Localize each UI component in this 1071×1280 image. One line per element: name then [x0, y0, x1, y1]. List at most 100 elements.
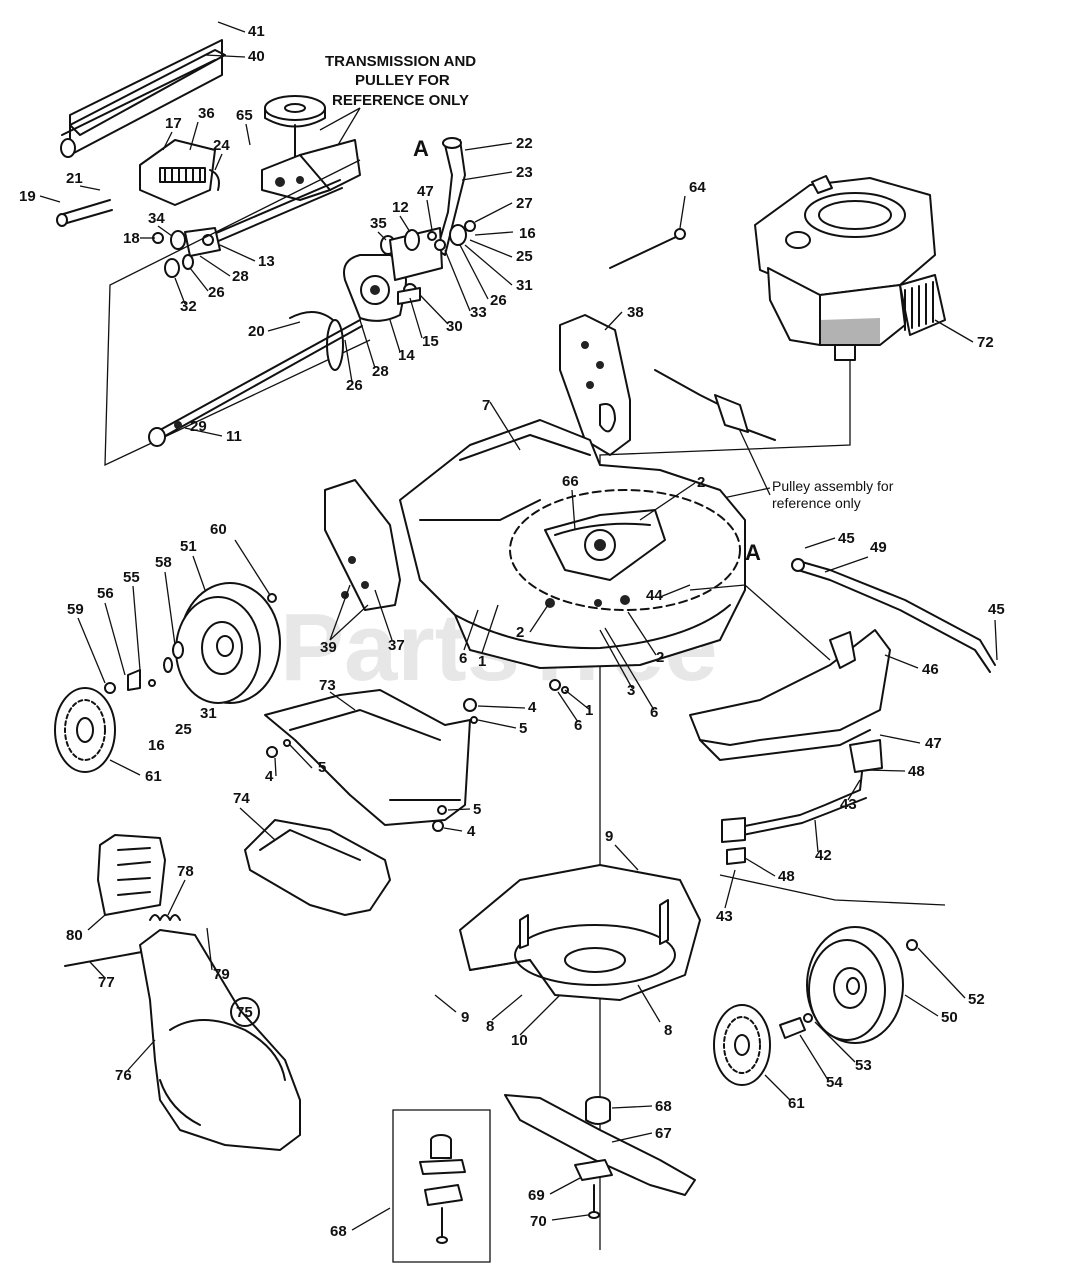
assembly-outline-box [104, 159, 371, 467]
callout-24: 24 [213, 137, 230, 154]
deck-baffle [459, 864, 701, 1001]
right-wheel-hardware [779, 939, 918, 1039]
bag-frame [97, 834, 166, 916]
mower-blade [504, 1094, 696, 1196]
callout-78: 78 [177, 863, 194, 880]
transmission-note-line3: REFERENCE ONLY [332, 92, 469, 109]
callout-13: 13 [258, 253, 275, 270]
engine [754, 175, 946, 361]
rear-flap-rod [60, 39, 226, 158]
left-hubcap [54, 687, 116, 773]
callout-40: 40 [248, 48, 265, 65]
callout-33: 33 [470, 304, 487, 321]
callout-61a: 61 [145, 768, 162, 785]
leader-lines [39, 21, 998, 1231]
rear-height-adjuster [721, 739, 883, 865]
callout-9a: 9 [605, 828, 613, 845]
blade-washer [574, 1159, 613, 1219]
cross-shaft [199, 179, 343, 249]
letter-a-top: A [413, 136, 429, 161]
callout-58: 58 [155, 554, 172, 571]
assembly-line-right [719, 874, 946, 906]
callout-11: 11 [226, 428, 242, 445]
callout-45b: 45 [988, 601, 1005, 618]
front-axle [148, 319, 363, 447]
callout-54: 54 [826, 1074, 843, 1091]
callout-74: 74 [233, 790, 250, 807]
side-discharge-chute [264, 689, 471, 826]
callout-2b: 2 [516, 624, 524, 641]
callout-67: 67 [655, 1125, 672, 1142]
callout-42: 42 [815, 847, 832, 864]
note-leader-2 [334, 107, 361, 151]
right-hubcap [713, 1004, 771, 1086]
chute-hardware [266, 679, 569, 832]
callout-59: 59 [67, 601, 84, 618]
callout-30: 30 [446, 318, 463, 335]
side-bracket [324, 479, 401, 611]
callout-32: 32 [180, 298, 197, 315]
callout-66: 66 [562, 473, 579, 490]
callout-26b: 26 [490, 292, 507, 309]
callout-76: 76 [115, 1067, 132, 1084]
letter-a-handle: A [745, 540, 761, 565]
right-rear-wheel [806, 926, 904, 1044]
callout-5a: 5 [318, 759, 326, 776]
callout-55: 55 [123, 569, 140, 586]
callout-68a: 68 [655, 1098, 672, 1115]
callout-47: 47 [417, 183, 434, 200]
callout-4a: 4 [265, 768, 274, 785]
callout-4c: 4 [467, 823, 476, 840]
callout-23: 23 [516, 164, 533, 181]
callout-14: 14 [398, 347, 415, 364]
callout-31: 31 [516, 277, 533, 294]
callout-2c: 2 [656, 649, 664, 666]
assembly-line-handle [689, 584, 831, 661]
callout-3: 3 [627, 682, 635, 699]
callout-75: 75 [236, 1004, 253, 1021]
callout-6c: 6 [574, 717, 582, 734]
callout-35: 35 [370, 215, 387, 232]
mulch-plug [244, 819, 391, 916]
callout-1a: 1 [478, 653, 486, 670]
callout-37: 37 [388, 637, 405, 654]
lever-bracket [389, 220, 476, 305]
callout-34: 34 [148, 210, 165, 227]
callout-9b: 9 [461, 1009, 469, 1026]
callout-25a: 25 [175, 721, 192, 738]
callout-77: 77 [98, 974, 115, 991]
callout-25: 25 [516, 248, 533, 265]
callout-61b: 61 [788, 1095, 805, 1112]
callout-50: 50 [941, 1009, 958, 1026]
callout-8b: 8 [664, 1022, 672, 1039]
pulley-note-leader-2 [734, 419, 771, 496]
left-wheel-hardware [104, 593, 277, 694]
transmission-pulley [264, 95, 326, 161]
blade-adapter [585, 1096, 611, 1125]
callout-64: 64 [689, 179, 706, 196]
callout-47b: 47 [925, 735, 942, 752]
center-axis-line [599, 360, 851, 1250]
callout-4b: 4 [528, 699, 537, 716]
callout-8a: 8 [486, 1018, 494, 1035]
callout-26c: 26 [346, 377, 363, 394]
callout-28: 28 [232, 268, 249, 285]
callout-36: 36 [198, 105, 215, 122]
callout-6b: 6 [650, 704, 658, 721]
callout-69: 69 [528, 1187, 545, 1204]
spring-hinge [149, 914, 181, 921]
callout-48b: 48 [778, 868, 795, 885]
callout-10: 10 [511, 1032, 528, 1049]
callout-27: 27 [516, 195, 533, 212]
callout-56: 56 [97, 585, 114, 602]
callout-51: 51 [180, 538, 197, 555]
note-leader-1 [319, 107, 361, 131]
callout-17: 17 [165, 115, 182, 132]
transmission-note-line2: PULLEY FOR [355, 72, 450, 89]
shift-lever [436, 137, 466, 256]
callout-29: 29 [190, 418, 207, 435]
callout-19: 19 [19, 188, 36, 205]
transmission-note-line1: TRANSMISSION AND [325, 53, 476, 70]
callout-48a: 48 [908, 763, 925, 780]
